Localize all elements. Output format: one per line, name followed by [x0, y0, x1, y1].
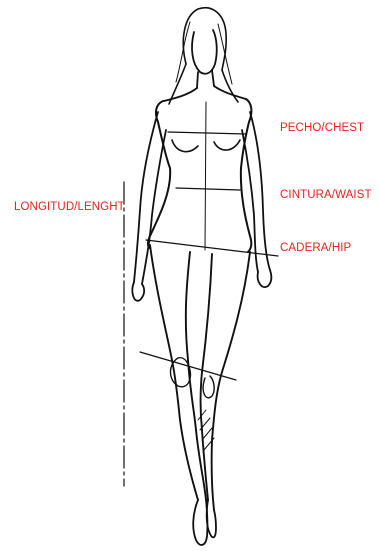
legs [150, 245, 250, 510]
head [164, 30, 246, 101]
waist-measure-line [176, 188, 240, 190]
length-label: LONGITUD/LENGHT [14, 202, 125, 214]
waist-label: CINTURA/WAIST [280, 190, 372, 202]
chest-label: PECHO/CHEST [280, 123, 364, 135]
hip-label: CADERA/HIP [280, 243, 351, 255]
torso [148, 99, 251, 252]
hair [169, 8, 238, 104]
arms [132, 112, 271, 301]
feet [193, 500, 216, 545]
measurement-lines [124, 132, 278, 486]
chest-measure-line [168, 132, 246, 134]
